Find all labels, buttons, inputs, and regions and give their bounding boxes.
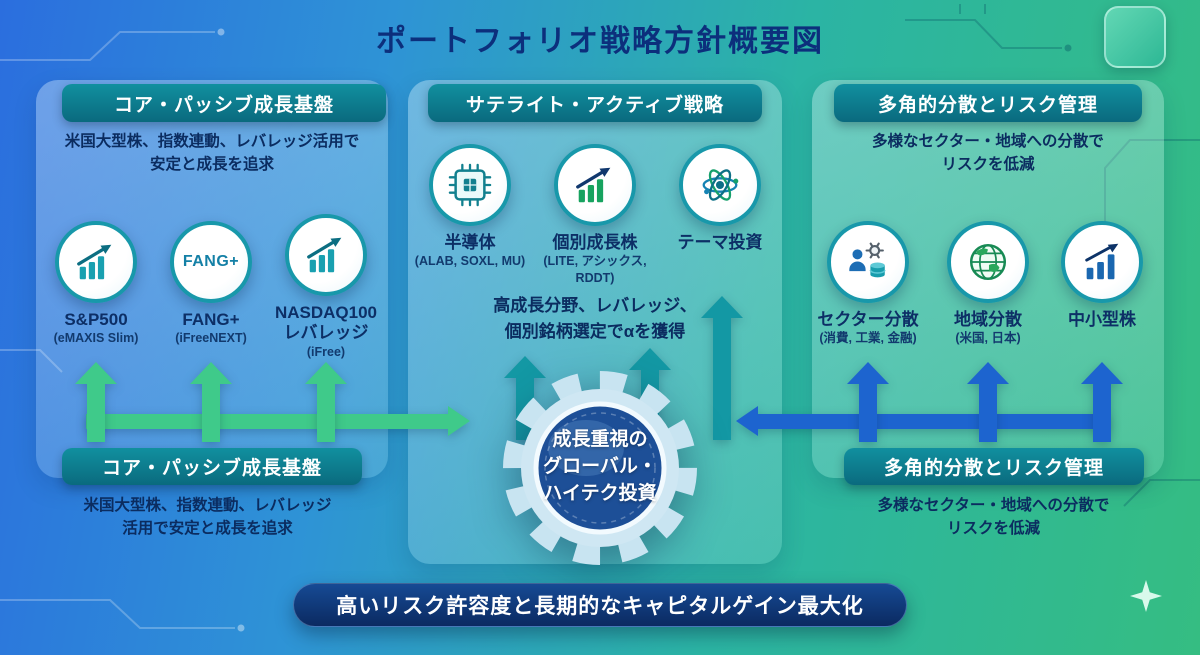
item-sublabel: (iFreeNEXT) <box>175 331 247 346</box>
item-sublabel: (ALAB, SOXL, MU) <box>414 254 526 269</box>
risk-to-center-arrow <box>736 406 1110 436</box>
item-label: 個別成長株 <box>552 233 638 252</box>
semiconductor-icon-circle <box>429 144 511 226</box>
bar-chart-icon <box>1085 243 1119 280</box>
sector-person-gear-database-icon <box>849 242 886 278</box>
core-footer-badge: コア・パッシブ成長基盤 <box>62 448 362 485</box>
center-strategy-label: 成長重視の グローバル・ ハイテク投資 <box>515 427 685 508</box>
item-sublabel: (eMAXIS Slim) <box>53 331 139 346</box>
risk-item-smallcap: 中小型株 <box>1032 221 1172 330</box>
risk-description: 多様なセクター・地域への分散で リスクを低減 <box>818 130 1158 177</box>
item-label: NASDAQ100 <box>274 303 378 322</box>
core-description-line2: 安定と成長を追求 <box>149 156 274 174</box>
cpu-icon <box>448 163 492 207</box>
satellite-header-badge: サテライト・アクティブ戦略 <box>428 84 762 122</box>
sp500-icon-circle <box>55 221 137 303</box>
core-to-center-arrow <box>86 406 470 436</box>
sector-icon-circle <box>827 221 909 303</box>
item-sublabel-line2: RDDT) <box>575 270 615 285</box>
satellite-note-line2: 個別銘柄選定でαを獲得 <box>504 322 686 342</box>
core-up-arrow-2 <box>190 362 232 442</box>
core-description-line1: 米国大型株、指数連動、レバレッジ活用で <box>64 133 360 150</box>
center-strategy-line1: 成長重視の <box>552 429 648 450</box>
core-footer-line1: 米国大型株、指数連動、レバレッジ <box>83 497 332 514</box>
theme-icon-circle <box>679 144 761 226</box>
risk-up-arrow-2 <box>967 362 1009 442</box>
risk-footer-line1: 多様なセクター・地域への分散で <box>877 497 1110 514</box>
growth-chart-icon <box>307 237 342 273</box>
core-description: 米国大型株、指数連動、レバレッジ活用で 安定と成長を追求 <box>42 130 382 177</box>
core-footer-line2: 活用で安定と成長を追求 <box>122 520 293 538</box>
fang-plus-text-icon: FANG+ <box>182 253 240 270</box>
smallcap-icon-circle <box>1061 221 1143 303</box>
risk-description-line1: 多様なセクター・地域への分散で <box>872 133 1104 150</box>
satellite-item-growth-stocks: 個別成長株 (LITE, アシックス, RDDT) <box>520 144 670 286</box>
satellite-item-semiconductor: 半導体 (ALAB, SOXL, MU) <box>395 144 545 270</box>
goal-banner: 高いリスク許容度と長期的なキャピタルゲイン最大化 <box>293 583 907 627</box>
item-label-line2: レバレッジ <box>283 323 369 343</box>
page-title: ポートフォリオ戦略方針概要図 <box>376 25 824 58</box>
item-label: セクター分散 <box>817 310 919 329</box>
item-label: テーマ投資 <box>677 233 763 252</box>
globe-icon <box>969 243 1007 281</box>
risk-description-line2: リスクを低減 <box>941 156 1035 174</box>
satellite-note-line1: 高成長分野、レバレッジ、 <box>493 296 697 315</box>
satellite-up-arrow-3 <box>701 296 743 440</box>
item-sublabel: (米国, 日本) <box>955 331 1021 346</box>
item-label: 半導体 <box>444 233 496 252</box>
center-strategy-line3: ハイテク投資 <box>543 482 657 504</box>
item-sublabel: (LITE, アシックス, <box>543 254 647 269</box>
strategy-gear-icon <box>503 371 697 565</box>
core-item-sp500: S&P500 (eMAXIS Slim) <box>31 221 161 347</box>
fang-icon-circle: FANG+ <box>170 221 252 303</box>
item-label: 地域分散 <box>954 310 1022 329</box>
risk-footer-badge: 多角的分散とリスク管理 <box>844 448 1144 485</box>
core-up-arrow-1 <box>75 362 117 442</box>
satellite-note: 高成長分野、レバレッジ、 個別銘柄選定でαを獲得 <box>430 293 760 346</box>
satellite-item-theme: テーマ投資 <box>645 144 795 253</box>
item-label: 中小型株 <box>1068 310 1136 329</box>
core-item-nasdaq: NASDAQ100 レバレッジ (iFree) <box>261 214 391 360</box>
risk-up-arrow-1 <box>847 362 889 442</box>
growth-chart-icon <box>576 167 611 203</box>
risk-item-sector: セクター分散 (消費, 工業, 金融) <box>798 221 938 347</box>
risk-up-arrow-3 <box>1081 362 1123 442</box>
region-icon-circle <box>947 221 1029 303</box>
item-sublabel: (iFree) <box>306 344 346 359</box>
atom-icon <box>702 169 739 201</box>
growth-stocks-icon-circle <box>554 144 636 226</box>
chip-decoration <box>1104 6 1166 68</box>
center-strategy-line2: グローバル・ <box>543 455 657 477</box>
core-up-arrow-3 <box>305 362 347 442</box>
nasdaq-icon-circle <box>285 214 367 296</box>
growth-chart-icon <box>77 244 112 280</box>
risk-item-region: 地域分散 (米国, 日本) <box>918 221 1058 347</box>
item-label: S&P500 <box>64 310 128 329</box>
item-sublabel: (消費, 工業, 金融) <box>819 331 917 346</box>
sparkle-icon <box>1130 580 1162 612</box>
risk-header-badge: 多角的分散とリスク管理 <box>834 84 1142 122</box>
risk-footer-line2: リスクを低減 <box>946 520 1040 538</box>
core-footer-description: 米国大型株、指数連動、レバレッジ 活用で安定と成長を追求 <box>40 494 375 541</box>
item-label: FANG+ <box>182 310 240 329</box>
core-header-badge: コア・パッシブ成長基盤 <box>62 84 386 122</box>
core-item-fang: FANG+ FANG+ (iFreeNEXT) <box>146 221 276 347</box>
risk-footer-description: 多様なセクター・地域への分散で リスクを低減 <box>826 494 1161 541</box>
